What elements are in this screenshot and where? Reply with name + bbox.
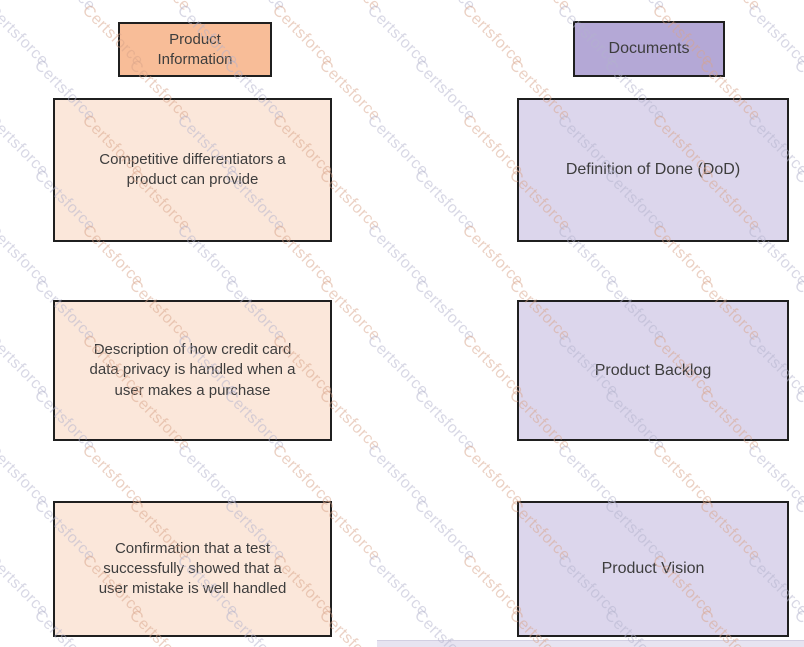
product-information-card-2[interactable]: Description of how credit card data priv… <box>53 300 332 441</box>
watermark-text: Certsforce <box>743 1 804 70</box>
bottom-edge-partial-element <box>377 640 804 647</box>
watermark-text: Certsforce <box>0 551 52 620</box>
watermark-text: Certsforce <box>648 441 717 510</box>
watermark-text: Certsforce <box>0 111 52 180</box>
watermark-text: Certsforce <box>410 0 479 15</box>
watermark-text: Certsforce <box>410 276 479 345</box>
watermark-text: Certsforce <box>363 111 432 180</box>
watermark-text: Certsforce <box>78 441 147 510</box>
watermark-text: Certsforce <box>695 0 764 15</box>
column-header-documents: Documents <box>573 21 725 77</box>
column-header-product-information: Product Information <box>118 22 272 77</box>
watermark-text: Certsforce <box>0 1 52 70</box>
document-card-product-vision[interactable]: Product Vision <box>517 501 789 637</box>
watermark-text: Certsforce <box>600 0 669 15</box>
document-card-product-backlog[interactable]: Product Backlog <box>517 300 789 441</box>
watermark-text: Certsforce <box>743 441 804 510</box>
watermark-text: Certsforce <box>0 496 4 565</box>
product-information-card-1[interactable]: Competitive differentiators a product ca… <box>53 98 332 242</box>
watermark-text: Certsforce <box>790 56 804 125</box>
watermark-text: Certsforce <box>790 276 804 345</box>
watermark-text: Certsforce <box>173 441 242 510</box>
watermark-text: Certsforce <box>553 441 622 510</box>
watermark-text: Certsforce <box>363 551 432 620</box>
watermark-text: Certsforce <box>220 0 289 15</box>
watermark-text: Certsforce <box>268 441 337 510</box>
watermark-text: Certsforce <box>410 496 479 565</box>
watermark-text: Certsforce <box>790 496 804 565</box>
watermark-text: Certsforce <box>0 386 4 455</box>
watermark-text: Certsforce <box>363 331 432 400</box>
watermark-text: Certsforce <box>268 1 337 70</box>
watermark-text: Certsforce <box>363 221 432 290</box>
watermark-text: Certsforce <box>458 441 527 510</box>
watermark-text: Certsforce <box>363 1 432 70</box>
watermark-text: Certsforce <box>363 441 432 510</box>
watermark-text: Certsforce <box>0 221 52 290</box>
watermark-text: Certsforce <box>458 1 527 70</box>
watermark-text: Certsforce <box>0 331 52 400</box>
watermark-text: Certsforce <box>0 0 4 15</box>
watermark-text: Certsforce <box>0 606 4 647</box>
watermark-text: Certsforce <box>410 166 479 235</box>
watermark-text: Certsforce <box>0 441 52 510</box>
watermark-text: Certsforce <box>790 166 804 235</box>
watermark-text: Certsforce <box>790 0 804 15</box>
document-card-definition-of-done[interactable]: Definition of Done (DoD) <box>517 98 789 242</box>
watermark-text: Certsforce <box>0 166 4 235</box>
watermark-text: Certsforce <box>30 0 99 15</box>
watermark-text: Certsforce <box>125 0 194 15</box>
watermark-text: Certsforce <box>0 276 4 345</box>
watermark-text: Certsforce <box>0 56 4 125</box>
watermark-text: Certsforce <box>790 386 804 455</box>
watermark-text: Certsforce <box>315 0 384 15</box>
watermark-text: Certsforce <box>505 0 574 15</box>
watermark-text: Certsforce <box>410 56 479 125</box>
watermark-text: Certsforce <box>410 386 479 455</box>
product-information-card-3[interactable]: Confirmation that a test successfully sh… <box>53 501 332 637</box>
